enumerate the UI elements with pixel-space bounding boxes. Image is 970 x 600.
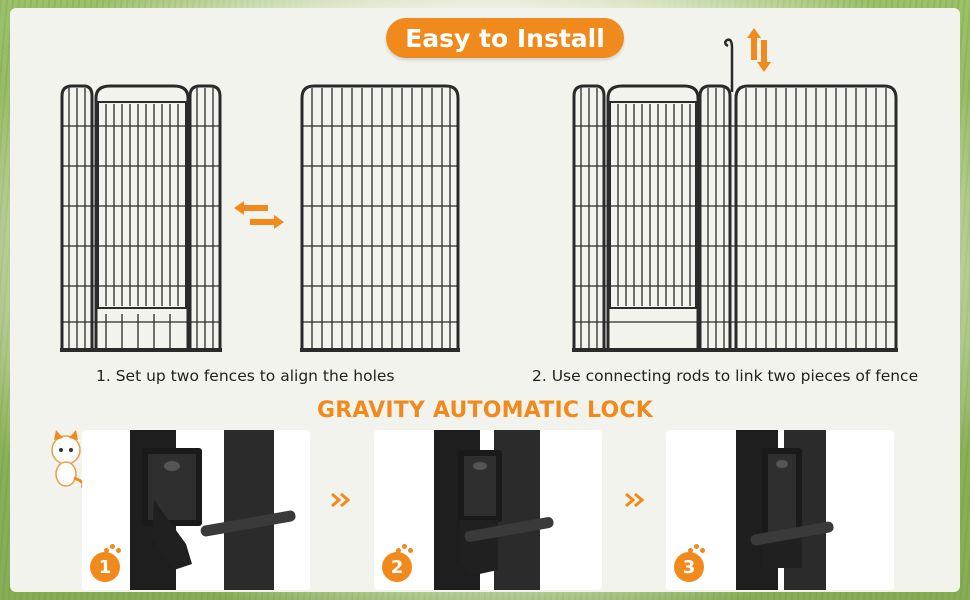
lock-step-card-2: 2 bbox=[374, 430, 602, 590]
double-chevron-right-icon bbox=[331, 492, 351, 508]
caption-step2: 2. Use connecting rods to link two piece… bbox=[532, 367, 919, 385]
page-title: Easy to Install bbox=[386, 18, 624, 58]
lock-step-card-3: 3 bbox=[666, 430, 894, 590]
step-badge-1: 1 bbox=[90, 552, 120, 582]
double-arrow-horizontal-icon bbox=[234, 201, 284, 229]
paw-icon bbox=[396, 544, 416, 554]
step-badge-2: 2 bbox=[382, 552, 412, 582]
step-badge-3: 3 bbox=[674, 552, 704, 582]
lock-step-card-1: 1 bbox=[82, 430, 310, 590]
double-chevron-right-icon bbox=[625, 492, 645, 508]
cat-mascot-icon bbox=[51, 430, 85, 489]
section-heading: GRAVITY AUTOMATIC LOCK bbox=[316, 398, 653, 423]
paw-icon bbox=[104, 544, 124, 554]
caption-step1: 1. Set up two fences to align the holes bbox=[96, 367, 395, 385]
paw-icon bbox=[688, 544, 708, 554]
double-arrow-vertical-icon bbox=[747, 28, 771, 72]
gate-fence-left bbox=[60, 84, 222, 352]
connecting-rod-icon bbox=[724, 38, 734, 92]
connected-fence bbox=[572, 84, 898, 352]
fence-panel-step1 bbox=[300, 84, 460, 352]
lock-photo-1 bbox=[130, 430, 296, 590]
lock-photo-2 bbox=[434, 430, 554, 590]
lock-photo-3 bbox=[736, 430, 834, 590]
